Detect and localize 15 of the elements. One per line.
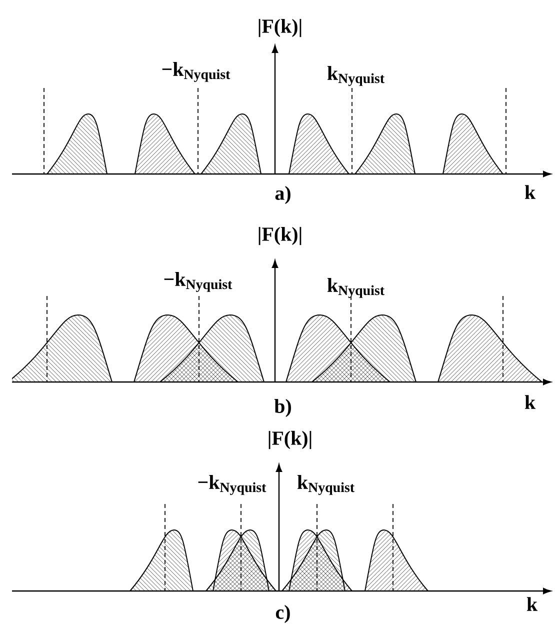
- nyquist-label: −k$_{Nyquist}$: [162, 62, 230, 82]
- nyquist-label: k$_{Nyquist}$: [327, 66, 384, 86]
- axis-label: |F(k)|: [258, 18, 302, 38]
- panel-label: c): [276, 604, 290, 624]
- nyquist-label: −k$_{Nyquist}$: [198, 475, 266, 495]
- axis-label: |F(k)|: [258, 226, 302, 246]
- axis-label: k: [526, 597, 538, 611]
- nyquist-label: k$_{Nyquist}$: [297, 475, 354, 495]
- axis-label: k: [524, 395, 536, 409]
- panel-label: b): [274, 398, 291, 418]
- axis-label: |F(k)|: [268, 430, 312, 450]
- axis-label: k: [524, 185, 536, 199]
- nyquist-label: −k$_{Nyquist}$: [164, 272, 232, 292]
- nyquist-label: k$_{Nyquist}$: [327, 278, 384, 298]
- panel-label: a): [275, 186, 290, 204]
